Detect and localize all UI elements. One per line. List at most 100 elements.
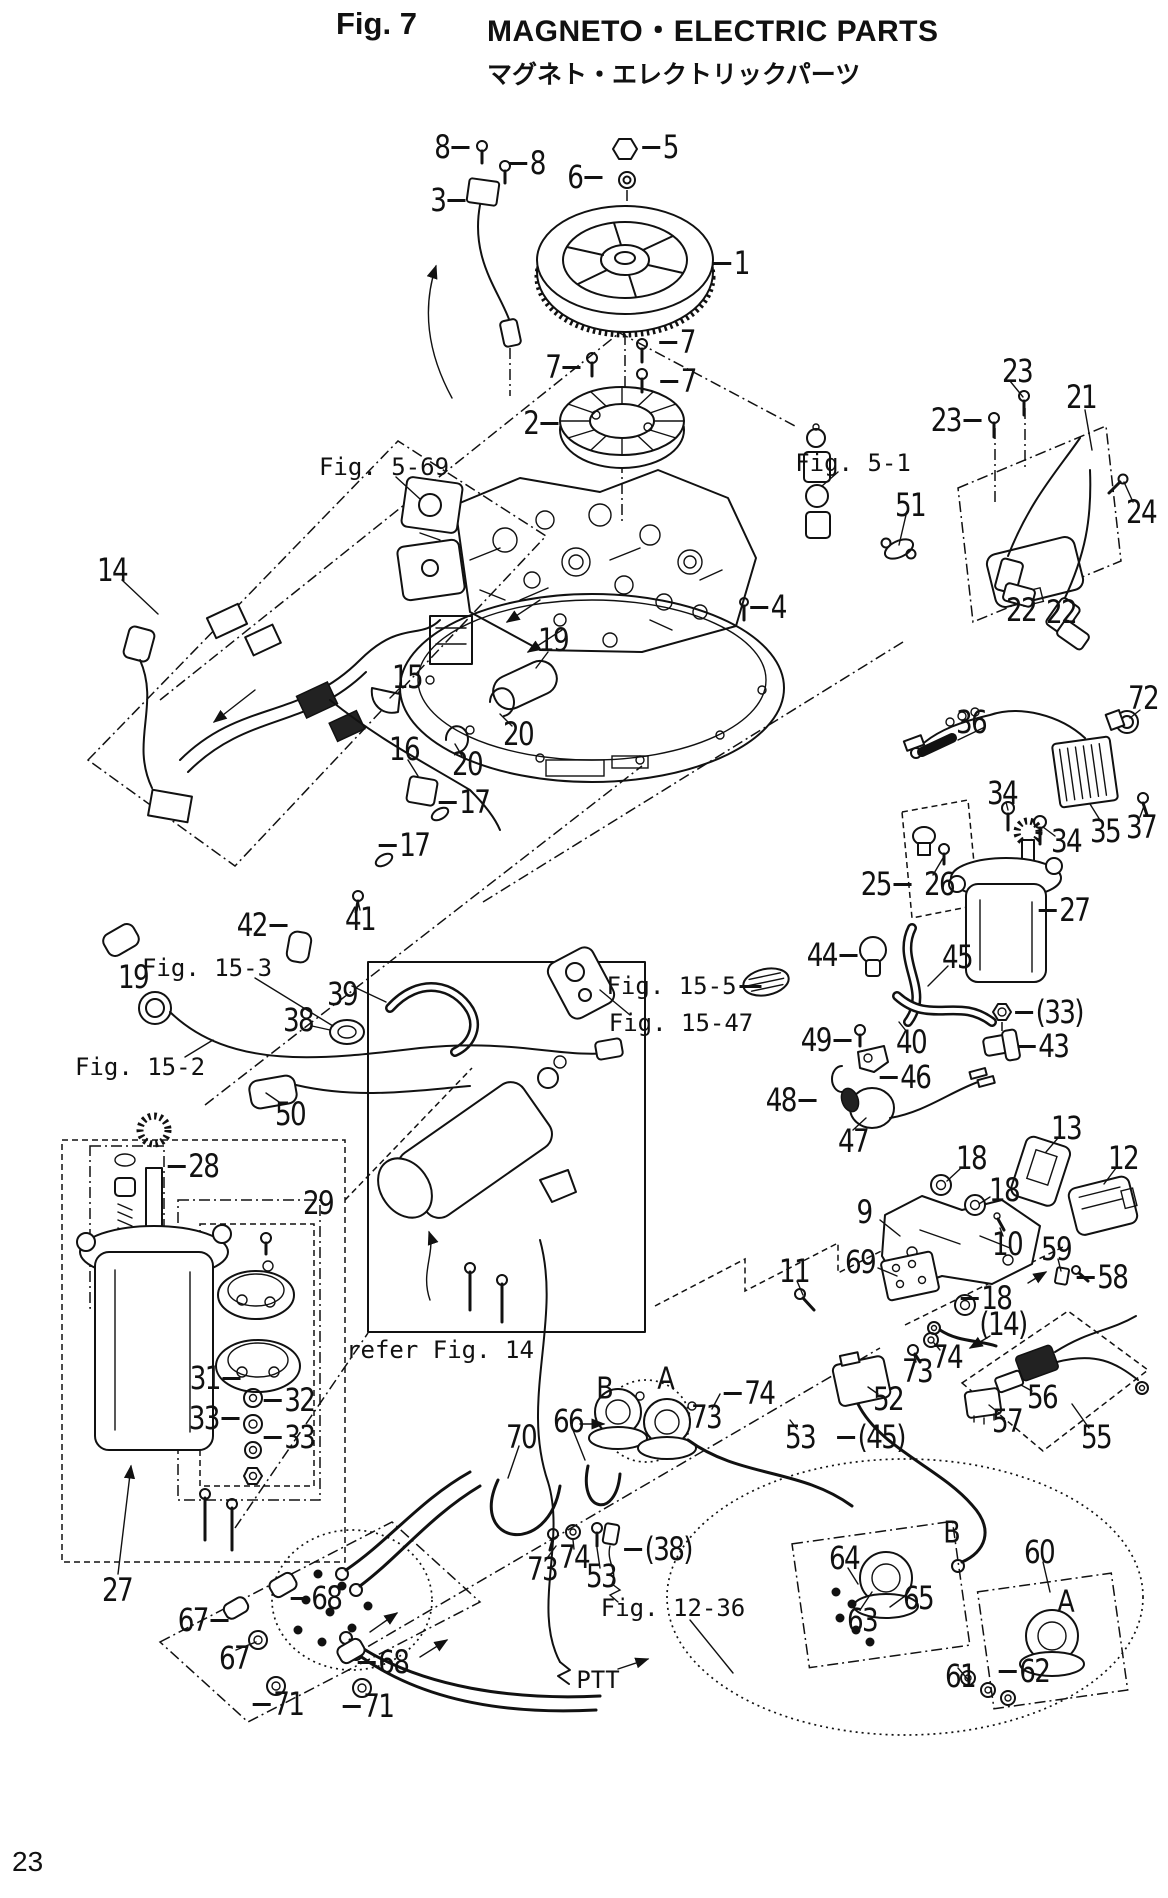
leader-lines: [121, 380, 1145, 1683]
ignition-coil-drawing: [902, 390, 1149, 866]
part-label-37: 37: [1125, 808, 1158, 846]
part-label-14: (14): [979, 1305, 1028, 1343]
part-label-70: 70: [505, 1418, 538, 1456]
part-label-53: 53: [784, 1418, 817, 1456]
part-label-7: 7: [545, 348, 581, 386]
part-label-19: 19: [117, 958, 150, 996]
starter-motor-left-drawing: [76, 1112, 301, 1552]
part-label-48: 48: [766, 1081, 817, 1119]
figure-ref-label-Fig.12-36: Fig. 12-36: [600, 1594, 746, 1622]
part-label-39: 39: [326, 975, 359, 1013]
part-label-B: B: [596, 1371, 614, 1407]
part-label-18: 18: [960, 1279, 1013, 1317]
figure-ref-label-Fig.5-69: Fig. 5-69: [318, 453, 450, 481]
part-label-A: A: [1057, 1584, 1075, 1620]
part-label-33: 33: [189, 1399, 240, 1437]
part-label-4: 4: [750, 588, 787, 626]
part-label-19: 19: [537, 621, 570, 659]
part-label-1: 1: [713, 244, 750, 282]
part-label-45: 45: [941, 938, 974, 976]
page-titles: MAGNETO・ELECTRIC PARTS マグネト・エレクトリックパーツ: [487, 6, 939, 91]
part-label-20: 20: [451, 745, 484, 783]
part-label-71: 71: [252, 1685, 305, 1723]
part-label-74: 74: [558, 1538, 591, 1576]
part-label-28: 28: [167, 1147, 220, 1185]
part-label-50: 50: [274, 1095, 307, 1133]
part-label-68: 68: [357, 1643, 410, 1681]
part-label-35: 35: [1089, 812, 1122, 850]
part-label-7: 7: [659, 323, 696, 361]
stator-drawing: [559, 386, 685, 469]
part-label-41: 41: [344, 900, 377, 938]
part-label-38: 38: [282, 1001, 315, 1039]
part-label-73: 73: [901, 1352, 934, 1390]
part-label-21: 21: [1065, 378, 1098, 416]
part-label-59: 59: [1040, 1230, 1073, 1268]
part-label-57: 57: [991, 1402, 1024, 1440]
flywheel-drawing: [534, 205, 716, 338]
part-label-23: 23: [931, 401, 982, 439]
arrows: [117, 264, 1048, 1670]
page-number: 23: [12, 1846, 44, 1877]
tilt-motor-box-drawing: [377, 1055, 622, 1685]
part-label-67: 67: [218, 1639, 251, 1677]
part-label-13: 13: [1050, 1109, 1083, 1147]
part-label-24: 24: [1125, 493, 1158, 531]
part-label-65: 65: [902, 1579, 935, 1617]
part-label-3: 3: [430, 181, 466, 219]
part-label-62: 62: [998, 1652, 1051, 1690]
part-label-38: (38): [624, 1530, 694, 1568]
part-label-26: 26: [923, 865, 956, 903]
figure-ref-label-Fig.15-2: Fig. 15-2: [74, 1053, 206, 1081]
part-label-74: 74: [723, 1374, 776, 1412]
electric-bracket-drawing: [794, 1135, 1149, 1573]
page-header: Fig. 7 MAGNETO・ELECTRIC PARTS マグネト・エレクトリ…: [0, 6, 1168, 91]
part-label-73: 73: [526, 1550, 559, 1588]
part-label-33: 33: [263, 1418, 316, 1456]
small-parts-top: [396, 138, 917, 622]
part-label-16: 16: [388, 730, 421, 768]
part-label-8: 8: [509, 144, 546, 182]
part-label-43: 43: [1017, 1027, 1070, 1065]
part-label-18: 18: [955, 1139, 988, 1177]
part-label-29: 29: [302, 1184, 335, 1222]
part-label-20: 20: [502, 715, 535, 753]
lead-wire-drawing: [102, 890, 1021, 1129]
solenoid-group-drawing: [222, 1388, 854, 1713]
part-label-12: 12: [1107, 1139, 1140, 1177]
part-label-74: 74: [931, 1338, 964, 1376]
figure-ref-label-Fig.15-5: Fig. 15-5: [606, 972, 762, 1000]
figure-ref-label-PTT: PTT: [576, 1666, 620, 1694]
figure-ref-label-Fig.15-3: Fig. 15-3: [141, 954, 273, 982]
part-label-47: 47: [837, 1122, 870, 1160]
figure-number: Fig. 7: [336, 6, 417, 41]
part-label-14: 14: [96, 551, 129, 589]
figure-ref-label-referFig.14: refer Fig. 14: [346, 1336, 534, 1364]
part-label-45: (45): [837, 1418, 907, 1456]
part-label-68: 68: [290, 1579, 343, 1617]
part-label-6: 6: [567, 158, 603, 196]
part-label-23: 23: [1001, 352, 1034, 390]
part-label-17: 17: [438, 783, 491, 821]
part-label-42: 42: [237, 906, 288, 944]
part-label-72: 72: [1127, 679, 1160, 717]
part-label-22: 22: [1005, 591, 1038, 629]
part-label-34: 34: [986, 774, 1019, 812]
figure-ref-label-Fig.15-47: Fig. 15-47: [608, 1009, 754, 1037]
part-label-71: 71: [342, 1687, 395, 1725]
part-label-66: 66: [552, 1402, 585, 1440]
part-label-40: 40: [895, 1023, 928, 1061]
part-label-36: 36: [955, 703, 988, 741]
part-label-9: 9: [856, 1193, 873, 1231]
part-label-25: 25: [861, 865, 912, 903]
part-label-56: 56: [1026, 1378, 1059, 1416]
part-label-10: 10: [991, 1225, 1024, 1263]
starter-motor-right-drawing: [948, 817, 1063, 983]
part-label-5: 5: [642, 128, 679, 166]
part-label-46: 46: [879, 1058, 932, 1096]
part-label-27: 27: [1038, 891, 1091, 929]
part-label-63: 63: [846, 1601, 879, 1639]
part-label-27: 27: [101, 1571, 134, 1609]
